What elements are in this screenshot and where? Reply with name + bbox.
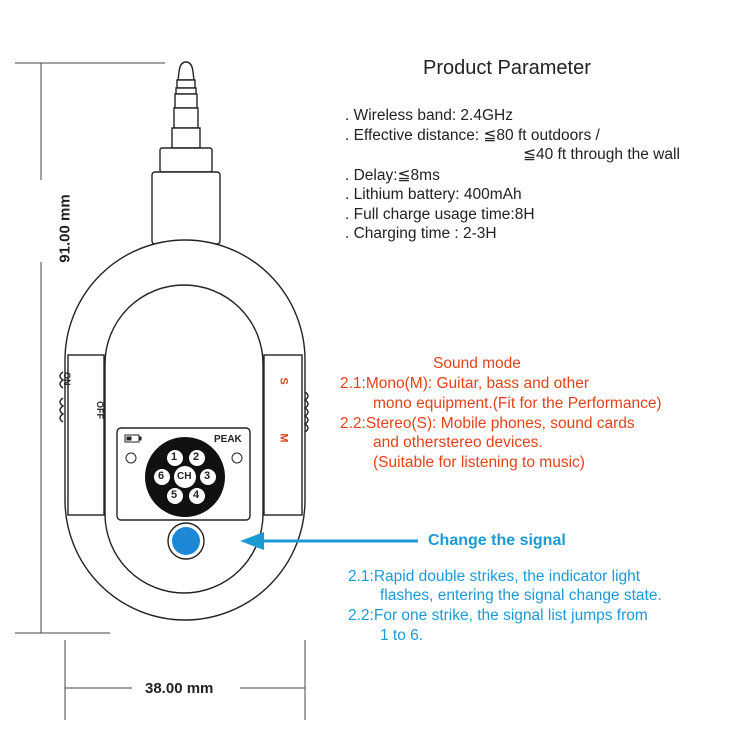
battery-icon (124, 434, 142, 443)
sound-mode-line-4: and otherstereo devices. (373, 434, 543, 451)
signal-line-3: 2.2:For one strike, the signal list jump… (348, 607, 648, 624)
signal-line-2: flashes, entering the signal change stat… (380, 587, 662, 604)
channel-2-label: 2 (193, 451, 200, 463)
peak-led (231, 452, 243, 464)
signal-button[interactable] (172, 527, 200, 555)
channel-6-label: 6 (158, 470, 165, 482)
spec-wireless-band: . Wireless band: 2.4GHz (345, 107, 513, 124)
channel-center-label: CH (177, 471, 192, 482)
signal-line-4: 1 to 6. (380, 627, 424, 644)
width-dimension: 38.00 mm (145, 680, 214, 697)
channel-5-label: 5 (171, 489, 178, 501)
spec-distance-wall: ≦40 ft through the wall (523, 146, 680, 163)
spec-battery: . Lithium battery: 400mAh (345, 186, 522, 203)
product-parameter-title: Product Parameter (423, 57, 591, 79)
sound-mode-line-2: mono equipment.(Fit for the Performance) (373, 395, 662, 412)
battery-led (125, 452, 137, 464)
audio-jack (151, 61, 221, 245)
peak-label: PEAK (214, 434, 242, 445)
device-body (59, 239, 309, 621)
spec-usage-time: . Full charge usage time:8H (345, 206, 535, 223)
mode-m-label: M (277, 433, 290, 443)
mode-s-label: S (277, 377, 290, 385)
spec-charging-time: . Charging time : 2-3H (345, 225, 497, 242)
switch-on-label: ON (62, 372, 72, 386)
channel-dial (145, 437, 225, 517)
sound-mode-line-5: (Suitable for listening to music) (373, 454, 585, 471)
sound-mode-line-1: 2.1:Mono(M): Guitar, bass and other (340, 375, 589, 392)
switch-off-label: OFF (95, 401, 105, 419)
sound-mode-line-3: 2.2:Stereo(S): Mobile phones, sound card… (340, 415, 635, 432)
sound-mode-heading: Sound mode (433, 355, 521, 372)
signal-line-1: 2.1:Rapid double strikes, the indicator … (348, 568, 641, 585)
spec-delay: . Delay:≦8ms (345, 167, 440, 184)
channel-4-label: 4 (193, 489, 200, 501)
signal-arrow (240, 532, 418, 550)
height-dimension: 91.00 mm (56, 194, 74, 263)
channel-1-label: 1 (171, 451, 178, 463)
channel-3-label: 3 (204, 470, 211, 482)
spec-distance-outdoors: . Effective distance: ≦80 ft outdoors / (345, 127, 600, 144)
dimension-lines (15, 62, 306, 720)
signal-heading: Change the signal (428, 532, 566, 549)
